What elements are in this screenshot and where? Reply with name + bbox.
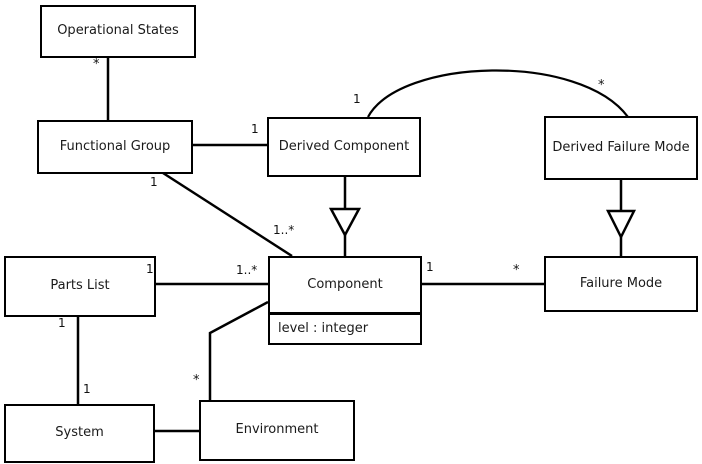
multiplicity-environment-to-component: *: [193, 373, 200, 388]
generalization-triangle-failure-mode: [605, 209, 637, 240]
multiplicity-failure-mode-from-component: *: [513, 263, 520, 278]
multiplicity-parts-list-end: 1: [146, 262, 154, 276]
class-name-system: System: [55, 425, 104, 441]
class-name-component: Component: [307, 276, 383, 292]
multiplicity-component-from-functional-group: 1..*: [273, 223, 295, 237]
class-name-derived-failure-mode: Derived Failure Mode: [552, 139, 690, 155]
multiplicity-component-to-failure-mode: 1: [426, 260, 434, 274]
edge-functional-group-component: [162, 171, 293, 258]
multiplicity-functional-group-component: 1: [150, 175, 158, 189]
class-box-environment[interactable]: Environment: [199, 400, 355, 461]
edge-environment-component: [208, 300, 269, 400]
class-box-system[interactable]: System: [4, 404, 155, 463]
class-box-derived-failure-mode[interactable]: Derived Failure Mode: [544, 116, 698, 180]
class-box-component[interactable]: Component level : integer: [268, 256, 422, 345]
class-box-operational-states[interactable]: Operational States: [40, 5, 196, 58]
multiplicity-parts-list-to-system-bottom: 1: [83, 382, 91, 396]
class-attributes-component: level : integer: [270, 312, 420, 343]
class-box-parts-list[interactable]: Parts List: [4, 256, 156, 317]
multiplicity-parts-list-to-system-top: 1: [58, 316, 66, 330]
class-name-failure-mode: Failure Mode: [579, 275, 663, 291]
class-box-derived-component[interactable]: Derived Component: [267, 117, 421, 177]
class-box-functional-group[interactable]: Functional Group: [37, 120, 193, 174]
class-box-failure-mode[interactable]: Failure Mode: [544, 256, 698, 312]
multiplicity-functional-group-derived-component: 1: [251, 122, 259, 136]
class-name-functional-group: Functional Group: [59, 138, 171, 154]
multiplicity-operational-states-functional-group: *: [93, 57, 100, 72]
class-name-operational-states: Operational States: [57, 23, 179, 39]
multiplicity-derived-failure-mode-arc: *: [598, 78, 605, 93]
multiplicity-derived-component-arc: 1: [353, 92, 361, 106]
attribute-level: level : integer: [278, 320, 369, 336]
class-name-parts-list: Parts List: [50, 278, 110, 294]
class-name-derived-component: Derived Component: [278, 138, 410, 154]
multiplicity-component-from-parts-list: 1..*: [236, 263, 258, 277]
class-name-environment: Environment: [235, 422, 319, 438]
edge-derived-component-derived-failure-mode: [367, 69, 629, 118]
generalization-triangle-component: [328, 207, 362, 238]
